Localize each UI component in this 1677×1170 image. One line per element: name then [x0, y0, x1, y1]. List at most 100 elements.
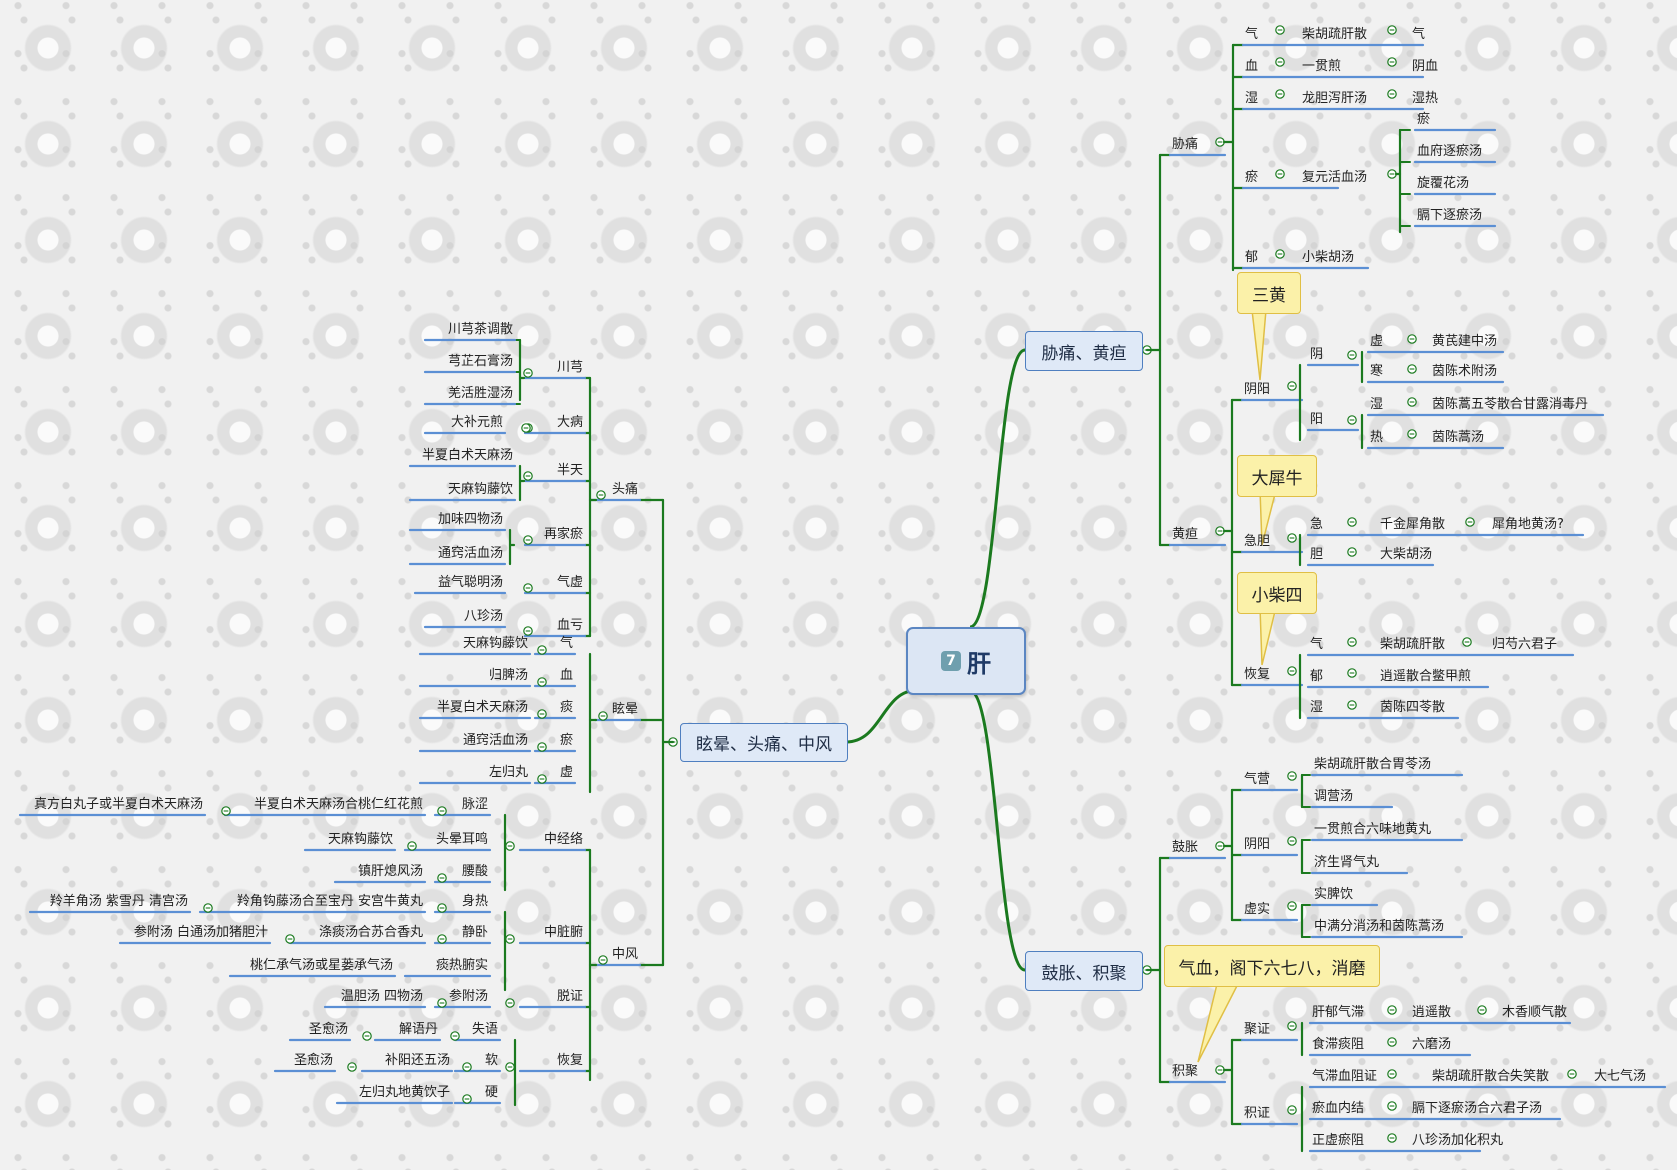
sub-jidan[interactable]: 急胆 [1244, 534, 1271, 549]
cause[interactable]: 郁 [1245, 250, 1259, 265]
formula-item[interactable]: 通窍活血汤 [462, 733, 528, 748]
cause[interactable]: 胆 [1310, 547, 1324, 562]
formula-item[interactable]: 犀角地黄汤? [1492, 517, 1564, 532]
formula-item[interactable]: 左归丸 [488, 765, 528, 780]
formula-item[interactable]: 千金犀角散 [1380, 517, 1446, 532]
formula-item[interactable]: 归芍六君子 [1492, 637, 1558, 652]
sub-huifu[interactable]: 恢复 [556, 1053, 583, 1068]
formula-item[interactable]: 加味四物汤 [437, 512, 503, 527]
symptom[interactable]: 头晕耳鸣 [435, 832, 488, 847]
formula-item[interactable]: 一贯煎 [1302, 59, 1342, 74]
symptom[interactable]: 身热 [461, 894, 488, 909]
branch-guzhang-jiju[interactable]: 鼓胀、积聚 [1025, 951, 1143, 991]
formula-item[interactable]: 羚羊角汤 紫雪丹 清宫汤 [49, 894, 188, 909]
formula-item[interactable]: 参附汤 白通汤加猪胆汁 [133, 925, 268, 940]
yang[interactable]: 阳 [1310, 412, 1324, 427]
formula-item[interactable]: 半夏白术天麻汤 [436, 700, 528, 715]
formula-item[interactable]: 六磨汤 [1412, 1037, 1452, 1052]
cause[interactable]: 热 [1370, 430, 1384, 445]
sub-guzhang[interactable]: 鼓胀 [1172, 840, 1199, 855]
formula-item[interactable]: 羚角钩藤汤合至宝丹 安宫牛黄丸 [236, 894, 423, 909]
symptom[interactable]: 软 [484, 1053, 498, 1068]
symptom[interactable]: 静卧 [461, 925, 488, 940]
callout-sanhuang[interactable]: 三黄 [1237, 272, 1301, 314]
formula-item[interactable]: 茵陈蒿汤 [1432, 430, 1485, 445]
formula-item[interactable]: 调营汤 [1314, 789, 1354, 804]
formula-item[interactable]: 镇肝熄风汤 [357, 864, 423, 879]
cat-toutong[interactable]: 头痛 [611, 482, 638, 497]
sub-jiju[interactable]: 积聚 [1172, 1064, 1199, 1079]
cause[interactable]: 虚 [1370, 334, 1384, 349]
sub-qiying[interactable]: 气营 [1244, 772, 1271, 787]
cause[interactable]: 郁 [1310, 669, 1324, 684]
formula-item[interactable]: 血府逐瘀汤 [1417, 144, 1483, 159]
formula-item[interactable]: 旋覆花汤 [1417, 176, 1470, 191]
formula-item[interactable]: 天麻钩藤饮 [327, 832, 393, 847]
cause[interactable]: 瘀血内结 [1312, 1101, 1365, 1116]
sub-zhongjingluo[interactable]: 中经络 [543, 832, 583, 847]
cause[interactable]: 瘀 [1245, 170, 1259, 185]
yin[interactable]: 阴 [1310, 347, 1324, 362]
formula-item[interactable]: 羌活胜湿汤 [447, 386, 513, 401]
cause[interactable]: 血 [1245, 59, 1259, 74]
cat-zhongfeng[interactable]: 中风 [611, 947, 638, 962]
xuanyun-cause[interactable]: 气 [559, 636, 573, 651]
callout-daxiniu[interactable]: 大犀牛 [1237, 455, 1317, 497]
cause[interactable]: 湿 [1310, 700, 1324, 715]
effect[interactable]: 阴血 [1412, 59, 1439, 74]
formula-item[interactable]: 中满分消汤和茵陈蒿汤 [1314, 919, 1445, 934]
formula-item[interactable]: 解语丹 [398, 1022, 438, 1037]
effect[interactable]: 气 [1412, 27, 1426, 42]
formula-item[interactable]: 复元活血汤 [1302, 170, 1368, 185]
formula-item[interactable]: 大七气汤 [1594, 1069, 1647, 1084]
cause[interactable]: 气 [1310, 637, 1324, 652]
effect[interactable]: 湿热 [1412, 91, 1439, 106]
formula-item[interactable]: 涤痰汤合苏合香丸 [318, 925, 423, 940]
formula-item[interactable]: 半夏白术天麻汤合桃仁红花煎 [253, 797, 423, 812]
formula-item[interactable]: 真方白丸子或半夏白术天麻汤 [33, 797, 203, 812]
cause[interactable]: 正虚瘀阻 [1312, 1133, 1365, 1148]
cause[interactable]: 湿 [1245, 91, 1259, 106]
sub-qixu[interactable]: 气虚 [556, 575, 583, 590]
formula-item[interactable]: 茵陈术附汤 [1432, 364, 1498, 379]
formula-item[interactable]: 木香顺气散 [1502, 1005, 1568, 1020]
sub-chuanxiong[interactable]: 川芎 [556, 360, 583, 375]
cause[interactable]: 急 [1310, 517, 1324, 532]
sub-jizheng[interactable]: 积证 [1244, 1106, 1271, 1121]
sub-gz_yinyang[interactable]: 阴阳 [1244, 837, 1271, 852]
sub-huifu[interactable]: 恢复 [1244, 667, 1271, 682]
sub-xushi[interactable]: 虚实 [1244, 902, 1271, 917]
cause[interactable]: 食滞痰阻 [1312, 1037, 1365, 1052]
symptom[interactable]: 腰酸 [461, 864, 488, 879]
formula-item[interactable]: 圣愈汤 [293, 1053, 333, 1068]
formula-item[interactable]: 桃仁承气汤或星蒌承气汤 [249, 958, 393, 973]
cause[interactable]: 寒 [1370, 364, 1384, 379]
sub-zhongzangfu[interactable]: 中脏腑 [543, 925, 583, 940]
formula-item[interactable]: 逍遥散 [1412, 1005, 1452, 1020]
sub-yinyang[interactable]: 阴阳 [1244, 382, 1271, 397]
formula-item[interactable]: 柴胡疏肝散 [1302, 27, 1368, 42]
formula-item[interactable]: 温胆汤 四物汤 [340, 989, 423, 1004]
formula-item[interactable]: 八珍汤加化积丸 [1412, 1133, 1504, 1148]
formula-item[interactable]: 茵陈蒿五苓散合甘露消毒丹 [1432, 397, 1589, 412]
formula-item[interactable]: 柴胡疏肝散 [1380, 637, 1446, 652]
sub-juzheng[interactable]: 聚证 [1244, 1022, 1271, 1037]
formula-item[interactable]: 补阳还五汤 [384, 1053, 450, 1068]
branch-xietong-huangdan[interactable]: 胁痛、黄疸 [1025, 331, 1143, 371]
symptom[interactable]: 脉涩 [461, 797, 488, 812]
formula-item[interactable]: 天麻钩藤饮 [447, 482, 513, 497]
cause[interactable]: 湿 [1370, 397, 1384, 412]
formula-item[interactable]: 大补元煎 [450, 415, 503, 430]
sub-tuozheng[interactable]: 脱证 [556, 989, 583, 1004]
formula-item[interactable]: 龙胆泻肝汤 [1302, 91, 1368, 106]
branch-xuanyun-toutong-zhongfeng[interactable]: 眩晕、头痛、中风 [680, 723, 848, 762]
formula-item[interactable]: 小柴胡汤 [1302, 250, 1355, 265]
formula-item[interactable]: 归脾汤 [488, 668, 528, 683]
formula-item[interactable]: 半夏白术天麻汤 [421, 448, 513, 463]
formula-item[interactable]: 实脾饮 [1314, 887, 1354, 902]
formula-item[interactable]: 参附汤 [448, 989, 488, 1004]
formula-item[interactable]: 左归丸地黄饮子 [358, 1085, 450, 1100]
formula-item[interactable]: 川芎茶调散 [447, 322, 513, 337]
xuanyun-cause[interactable]: 虚 [559, 765, 573, 780]
